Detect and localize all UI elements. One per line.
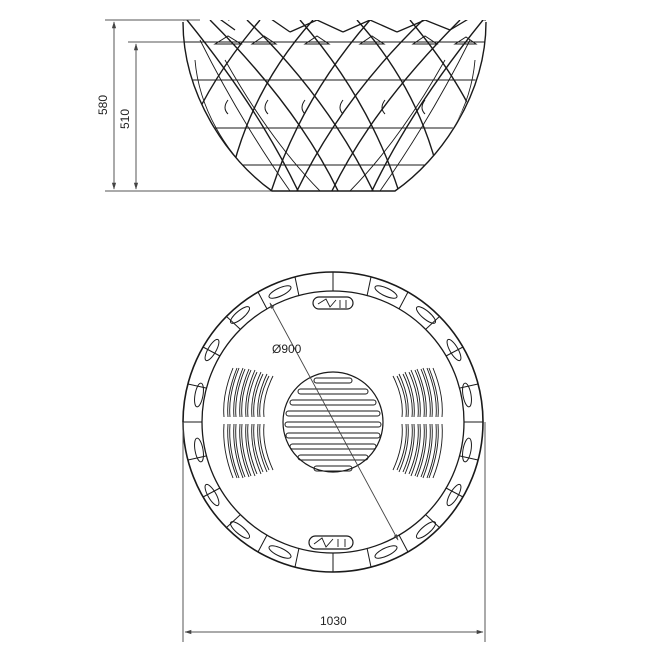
bowl-height-label: 510 xyxy=(118,108,133,130)
rim-leaf-cutouts xyxy=(194,285,472,559)
overall-height-label: 580 xyxy=(96,94,111,116)
width-dimension xyxy=(182,422,486,642)
right-slot-vent xyxy=(392,367,443,479)
overall-width-label: 1030 xyxy=(320,614,347,628)
central-grille xyxy=(282,371,384,473)
bowl-side-view xyxy=(182,20,487,192)
diameter-label: Ø900 xyxy=(272,342,302,356)
bowl-plan-view xyxy=(182,271,484,573)
left-slot-vent xyxy=(223,367,274,479)
handle-top xyxy=(312,296,354,310)
handle-bottom xyxy=(308,535,354,550)
diameter-dim-line xyxy=(269,302,399,541)
